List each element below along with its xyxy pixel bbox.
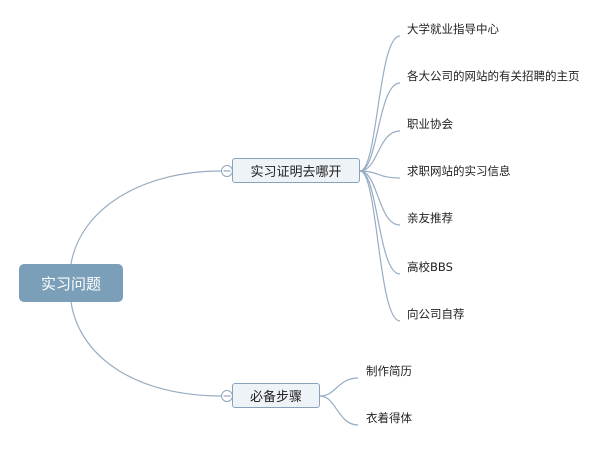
- connector-branch-1-leaf-1: [359, 35, 401, 172]
- leaf-node[interactable]: 亲友推荐: [407, 211, 453, 225]
- leaf-node[interactable]: 求职网站的实习信息: [407, 164, 511, 178]
- leaf-node[interactable]: 大学就业指导中心: [407, 22, 499, 36]
- connector-branch-1-leaf-7: [359, 170, 401, 322]
- leaf-node[interactable]: 职业协会: [407, 117, 453, 131]
- connector-branch-1-leaf-3: [359, 130, 401, 172]
- leaf-node[interactable]: 向公司自荐: [407, 307, 465, 321]
- connector-branch-2-leaf-2: [319, 395, 359, 426]
- connector-branch-1-leaf-5: [359, 170, 401, 226]
- branch-node-required-steps[interactable]: 必备步骤: [232, 383, 320, 408]
- connector-branch-1-leaf-6: [359, 170, 401, 275]
- leaf-node[interactable]: 各大公司的网站的有关招聘的主页: [407, 69, 580, 83]
- branch-node-label: 必备步骤: [249, 390, 302, 405]
- connector-branch-2-leaf-1: [319, 377, 359, 397]
- branch-node-internship-certificate[interactable]: 实习证明去哪开: [232, 158, 360, 183]
- connector-branch-1-leaf-2: [359, 82, 401, 172]
- connector-root-branch-2: [70, 301, 222, 397]
- branch-node-label: 实习证明去哪开: [250, 165, 342, 180]
- connector-root-branch-1: [70, 170, 222, 265]
- leaf-node[interactable]: 衣着得体: [366, 411, 412, 425]
- root-node[interactable]: 实习问题: [19, 264, 123, 302]
- root-node-label: 实习问题: [40, 274, 101, 293]
- connector-branch-1-leaf-4: [359, 170, 401, 179]
- leaf-node[interactable]: 高校BBS: [407, 260, 453, 274]
- leaf-node[interactable]: 制作简历: [366, 364, 412, 378]
- collapse-toggle-branch-1[interactable]: [221, 165, 233, 177]
- collapse-toggle-branch-2[interactable]: [221, 390, 233, 402]
